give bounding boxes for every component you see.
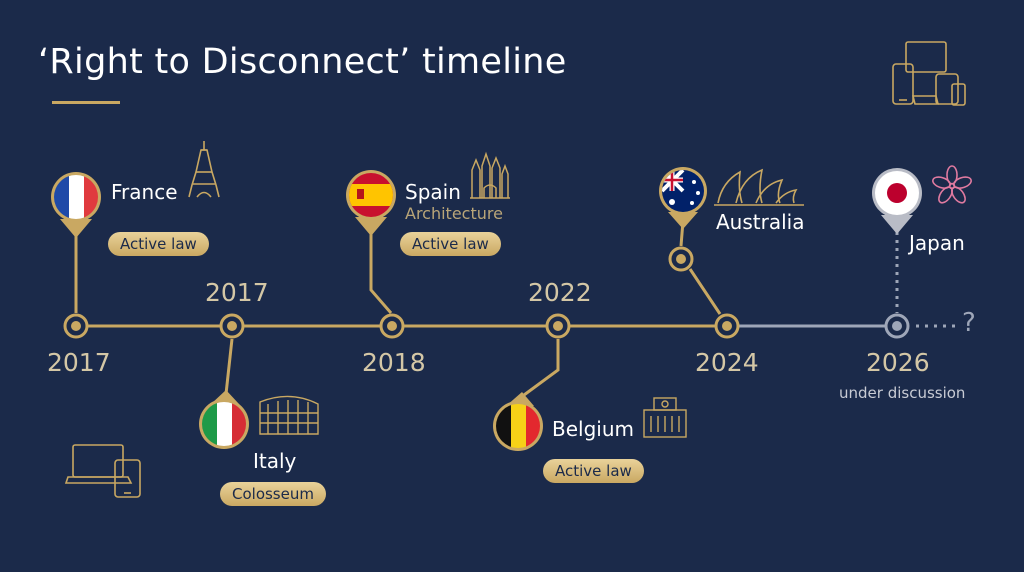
year-belgium: 2022 [528, 278, 592, 307]
laptop-tablet-icon [64, 444, 141, 498]
flag-japan-icon [875, 171, 919, 215]
node-2022-belgium [545, 313, 571, 339]
future-question-mark: ? [962, 308, 976, 338]
colosseum-icon [259, 395, 319, 435]
page-title: ‘Right to Disconnect’ timeline [38, 42, 567, 82]
year-france: 2017 [47, 348, 111, 377]
subtitle-spain: Architecture [405, 204, 503, 223]
badge-spain: Active law [400, 232, 501, 256]
connector-australia [688, 268, 722, 315]
connector-belgium [523, 339, 560, 397]
flag-australia-icon [662, 170, 704, 212]
country-australia: Australia [716, 210, 805, 234]
year-japan: 2026 [866, 348, 930, 377]
eu-building-icon [643, 397, 687, 438]
node-2017-france [63, 313, 89, 339]
flag-belgium-icon [496, 404, 540, 448]
badge-italy: Colosseum [220, 482, 326, 506]
node-2026-japan [884, 313, 910, 339]
pin-italy [199, 390, 249, 449]
flag-spain-icon [349, 173, 393, 217]
node-2018-spain [379, 313, 405, 339]
devices-icon [892, 41, 966, 106]
pin-belgium [493, 392, 543, 451]
badge-france: Active law [108, 232, 209, 256]
eiffel-tower-icon [188, 141, 220, 198]
badge-belgium: Active law [543, 459, 644, 483]
title-underline [52, 101, 120, 104]
pin-australia [659, 167, 707, 229]
country-japan: Japan [909, 231, 965, 255]
country-france: France [111, 180, 178, 204]
country-belgium: Belgium [552, 417, 634, 441]
country-spain: Spain [405, 180, 461, 204]
cherry-blossom-icon [932, 165, 972, 204]
pin-japan [872, 168, 922, 234]
opera-house-icon [714, 168, 804, 206]
flag-italy-icon [202, 402, 246, 446]
sagrada-familia-icon [470, 151, 510, 199]
year-italy: 2017 [205, 278, 269, 307]
status-note-japan: under discussion [839, 384, 966, 402]
year-australia: 2024 [695, 348, 759, 377]
node-australia-mid [668, 246, 694, 272]
pin-france [51, 172, 101, 238]
connector-spain [369, 226, 393, 314]
node-2017-italy [219, 313, 245, 339]
year-spain: 2018 [362, 348, 426, 377]
flag-france-icon [54, 175, 98, 219]
pin-spain [346, 170, 396, 236]
country-italy: Italy [253, 449, 297, 473]
connector-italy [224, 338, 234, 395]
node-2024-australia [714, 313, 740, 339]
